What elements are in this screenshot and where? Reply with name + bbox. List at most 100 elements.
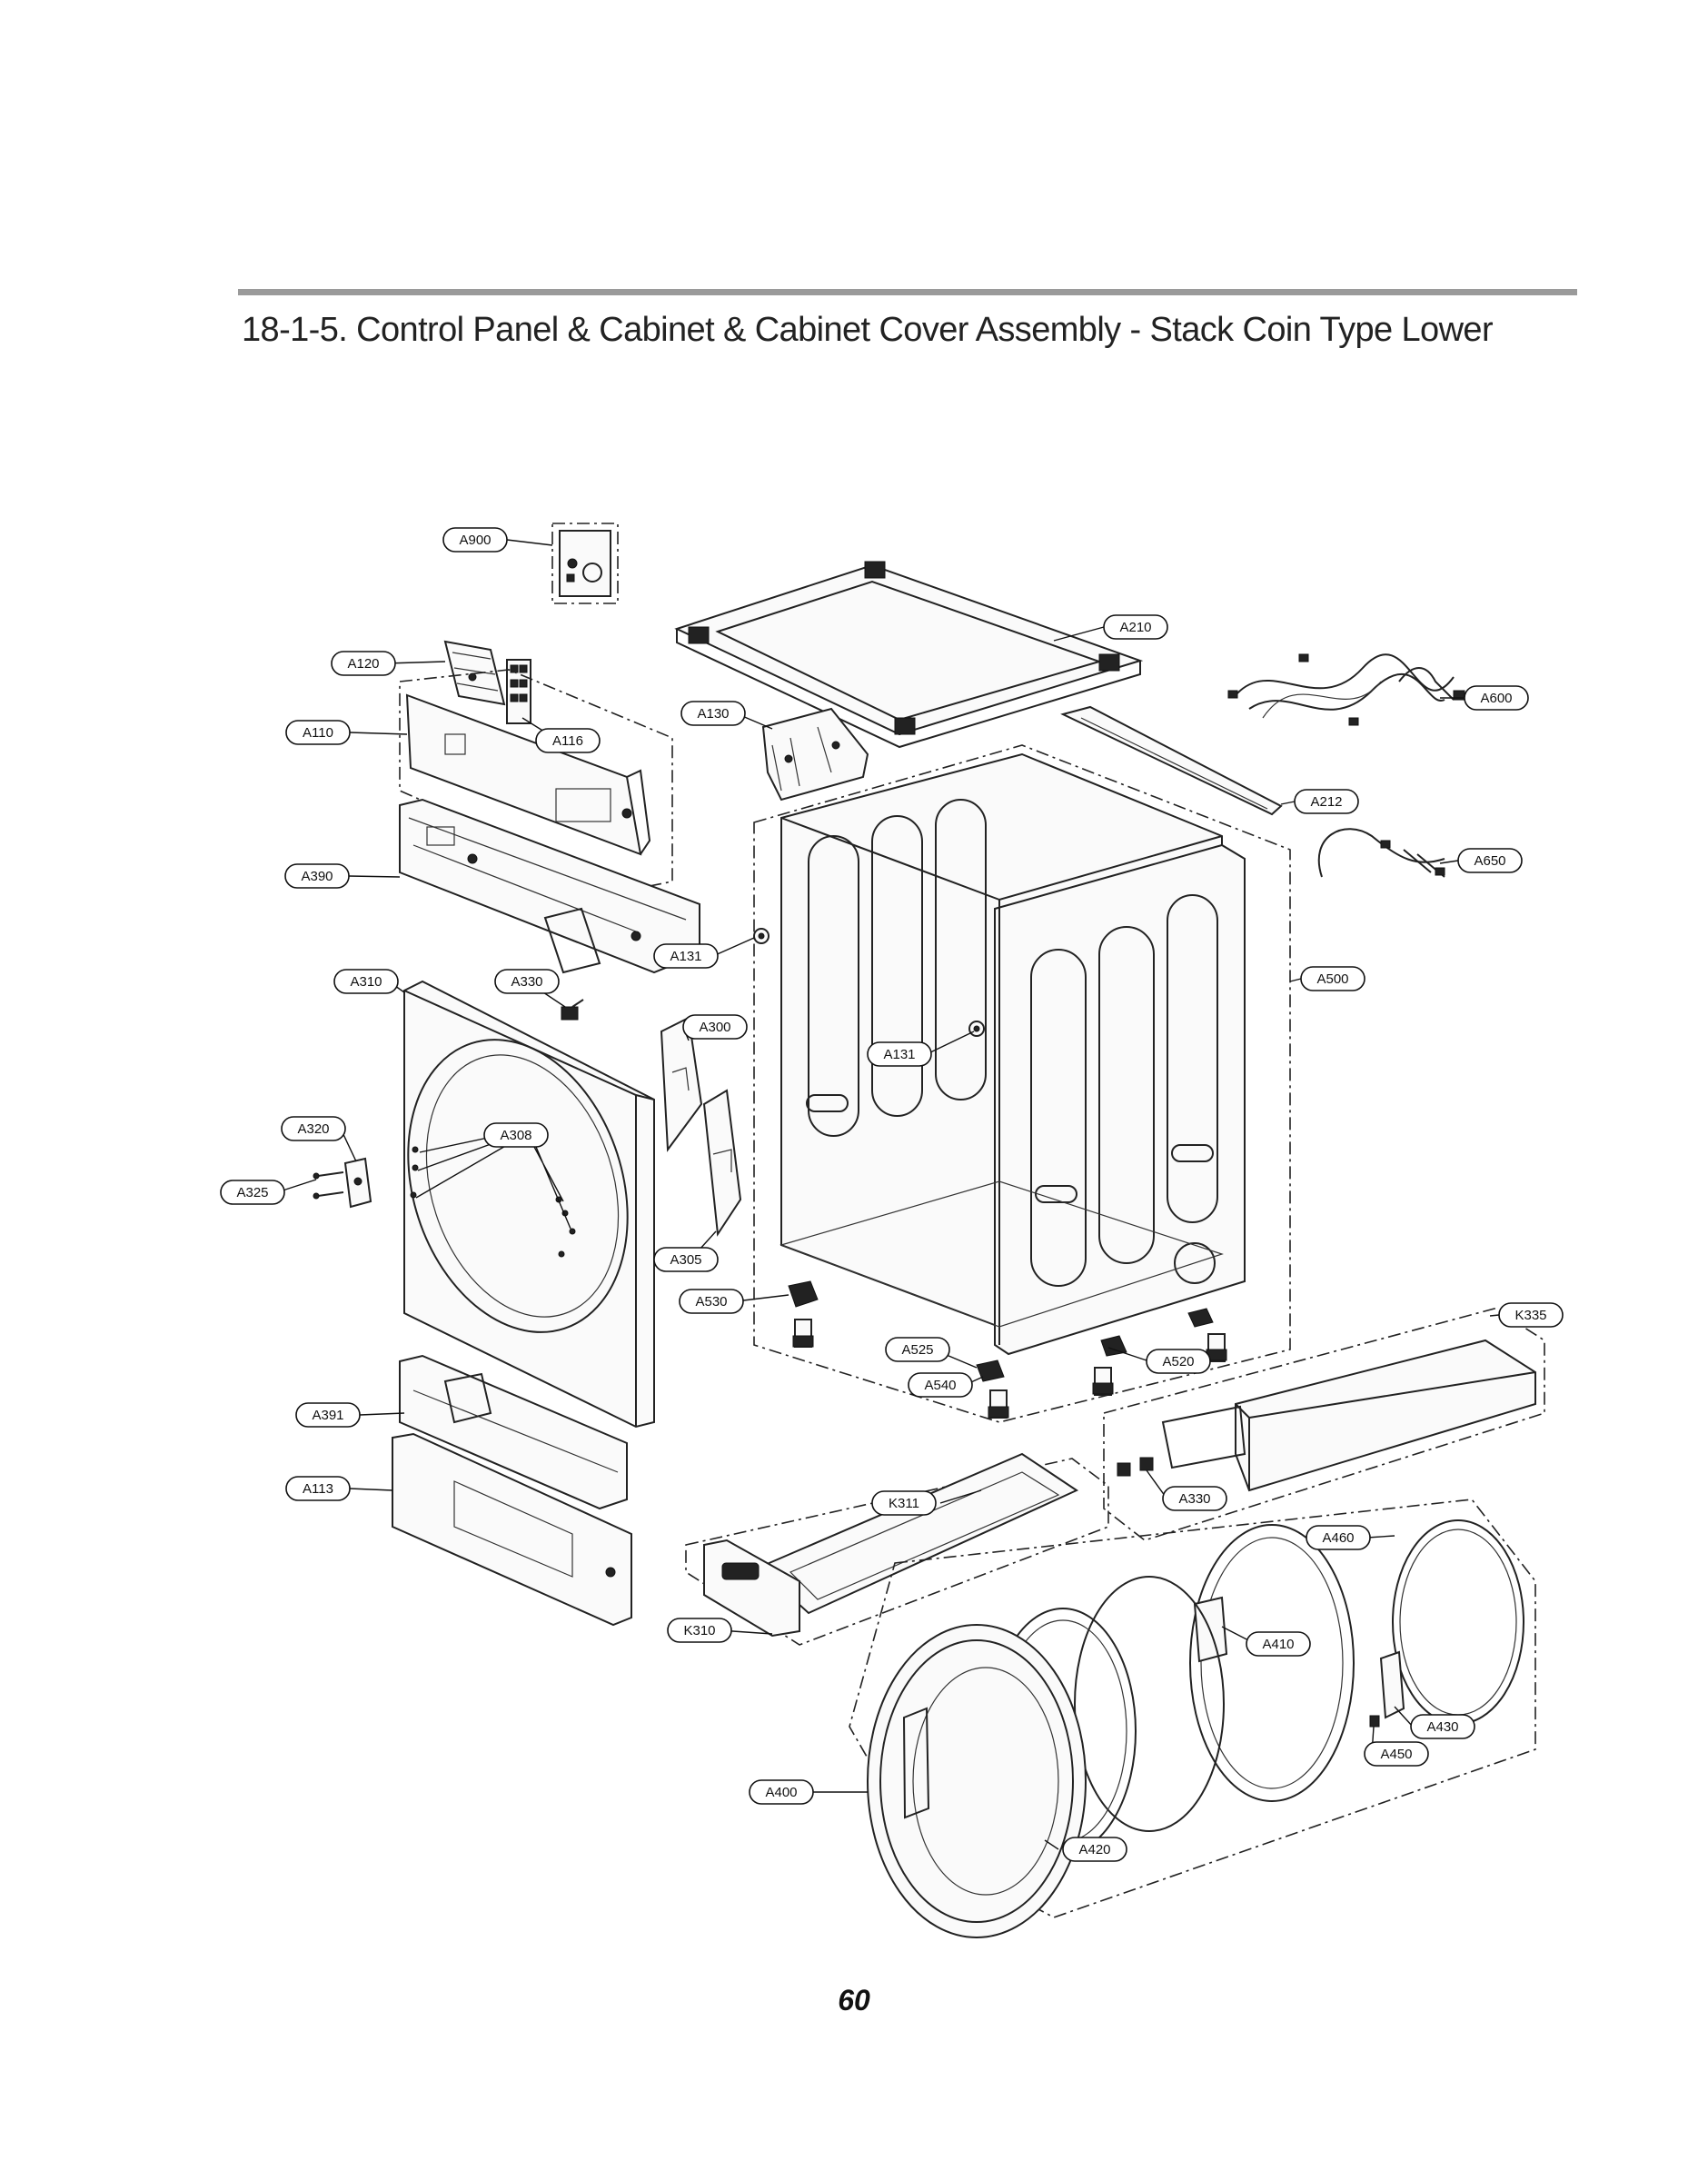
part-k335-base [1103, 1308, 1545, 1541]
svg-text:A116: A116 [552, 733, 583, 749]
callout-a300: A300 [682, 1014, 748, 1040]
callout-a310: A310 [333, 969, 399, 994]
svg-text:A525: A525 [901, 1342, 933, 1358]
part-door-assembly [849, 1499, 1536, 1918]
part-a391-lower-frame [399, 1354, 628, 1510]
part-a210-top-frame [674, 561, 1144, 749]
part-a325-screws [313, 1171, 344, 1200]
svg-text:A305: A305 [670, 1252, 701, 1268]
callout-a525: A525 [885, 1337, 950, 1362]
callout-a540: A540 [908, 1372, 973, 1398]
callout-a131-center: A131 [867, 1041, 932, 1067]
part-a113-lower-panel [392, 1432, 632, 1627]
callout-a390: A390 [284, 863, 350, 889]
svg-text:A210: A210 [1119, 620, 1151, 635]
svg-text:A400: A400 [765, 1785, 797, 1800]
svg-text:K311: K311 [889, 1496, 919, 1511]
svg-text:A430: A430 [1426, 1719, 1458, 1735]
callout-a420: A420 [1062, 1837, 1127, 1862]
callout-a305: A305 [653, 1247, 719, 1272]
part-a400-door [867, 1624, 1087, 1938]
part-a450-latch-cover [1369, 1715, 1380, 1728]
svg-text:A300: A300 [699, 1020, 730, 1035]
callout-a460: A460 [1306, 1525, 1371, 1550]
callout-a450: A450 [1364, 1741, 1429, 1767]
part-a212-rear-rail [1060, 705, 1283, 816]
callout-a410: A410 [1246, 1631, 1311, 1657]
page-title: 18-1-5. Control Panel & Cabinet & Cabine… [242, 311, 1494, 349]
svg-text:A131: A131 [883, 1047, 915, 1062]
callout-a116: A116 [535, 728, 601, 753]
svg-text:A420: A420 [1078, 1842, 1110, 1857]
part-k310-coin-box [703, 1539, 800, 1638]
part-a900-plate [551, 523, 619, 604]
callout-a330-upper: A330 [494, 969, 560, 994]
callout-a530: A530 [679, 1289, 744, 1314]
svg-text:A330: A330 [1178, 1491, 1210, 1507]
svg-text:A330: A330 [511, 974, 542, 990]
callout-a325: A325 [220, 1180, 285, 1205]
callout-a650: A650 [1457, 848, 1523, 873]
callout-a900: A900 [442, 527, 508, 553]
part-leveling-foot-3 [1092, 1367, 1114, 1396]
callout-a600: A600 [1464, 685, 1529, 711]
callout-a130: A130 [680, 701, 746, 726]
callout-a210: A210 [1103, 614, 1168, 640]
svg-text:A131: A131 [670, 949, 701, 964]
part-a310-front-panel [403, 980, 655, 1429]
svg-text:A308: A308 [500, 1128, 531, 1143]
part-leveling-foot-1 [792, 1319, 814, 1348]
svg-text:A600: A600 [1480, 691, 1512, 706]
callout-a212: A212 [1294, 789, 1359, 814]
part-a320-lock [343, 1157, 372, 1209]
svg-text:A650: A650 [1474, 853, 1505, 869]
part-a330-switch-upper [561, 999, 584, 1021]
callout-a113: A113 [285, 1476, 351, 1501]
svg-text:K335: K335 [1514, 1308, 1546, 1323]
part-a430-latch [1379, 1650, 1405, 1719]
callout-a120: A120 [331, 651, 396, 676]
callout-a500: A500 [1300, 966, 1365, 991]
callout-k335: K335 [1498, 1302, 1564, 1328]
part-a116-switch [506, 659, 531, 724]
callout-a110: A110 [285, 720, 351, 745]
part-a390-panel-frame [399, 798, 700, 974]
svg-text:A410: A410 [1262, 1637, 1294, 1652]
svg-text:A391: A391 [312, 1408, 343, 1423]
header-rule [238, 289, 1577, 295]
svg-text:A500: A500 [1316, 971, 1348, 987]
part-a520-bracket [1100, 1308, 1214, 1357]
svg-text:A110: A110 [303, 725, 333, 741]
svg-text:A390: A390 [301, 869, 333, 884]
callout-a391: A391 [295, 1402, 361, 1428]
callout-k311: K311 [871, 1490, 937, 1516]
part-a300-hinge-cover [660, 1016, 703, 1152]
svg-text:A530: A530 [695, 1294, 727, 1310]
callout-a330-lower: A330 [1162, 1486, 1227, 1511]
callout-a520: A520 [1146, 1349, 1211, 1374]
svg-text:A120: A120 [347, 656, 379, 672]
part-a500-cabinet [753, 744, 1291, 1423]
callout-a430: A430 [1410, 1714, 1475, 1739]
svg-text:A113: A113 [303, 1481, 333, 1497]
part-a305-hinge-cover [702, 1089, 742, 1237]
part-a131-screw-center [968, 1021, 985, 1037]
callout-a131-left: A131 [653, 943, 719, 969]
callout-a308: A308 [483, 1122, 549, 1148]
part-a600-wire-harness [1227, 653, 1465, 726]
part-a650-wire [1317, 828, 1445, 878]
part-a540-foot [988, 1389, 1009, 1419]
svg-text:A320: A320 [297, 1121, 329, 1137]
part-a525-bracket [976, 1359, 1005, 1382]
svg-text:A212: A212 [1310, 794, 1342, 810]
part-a131-screw-left [753, 928, 770, 944]
svg-text:A900: A900 [459, 533, 491, 548]
page-number: 60 [838, 1984, 870, 2017]
callout-k310: K310 [667, 1618, 732, 1643]
part-a530-bracket [788, 1280, 819, 1308]
svg-text:K310: K310 [683, 1623, 715, 1638]
svg-text:A450: A450 [1380, 1747, 1412, 1762]
svg-text:A310: A310 [350, 974, 382, 990]
svg-text:A460: A460 [1322, 1530, 1354, 1546]
part-a410-hinge [1189, 1524, 1355, 1802]
